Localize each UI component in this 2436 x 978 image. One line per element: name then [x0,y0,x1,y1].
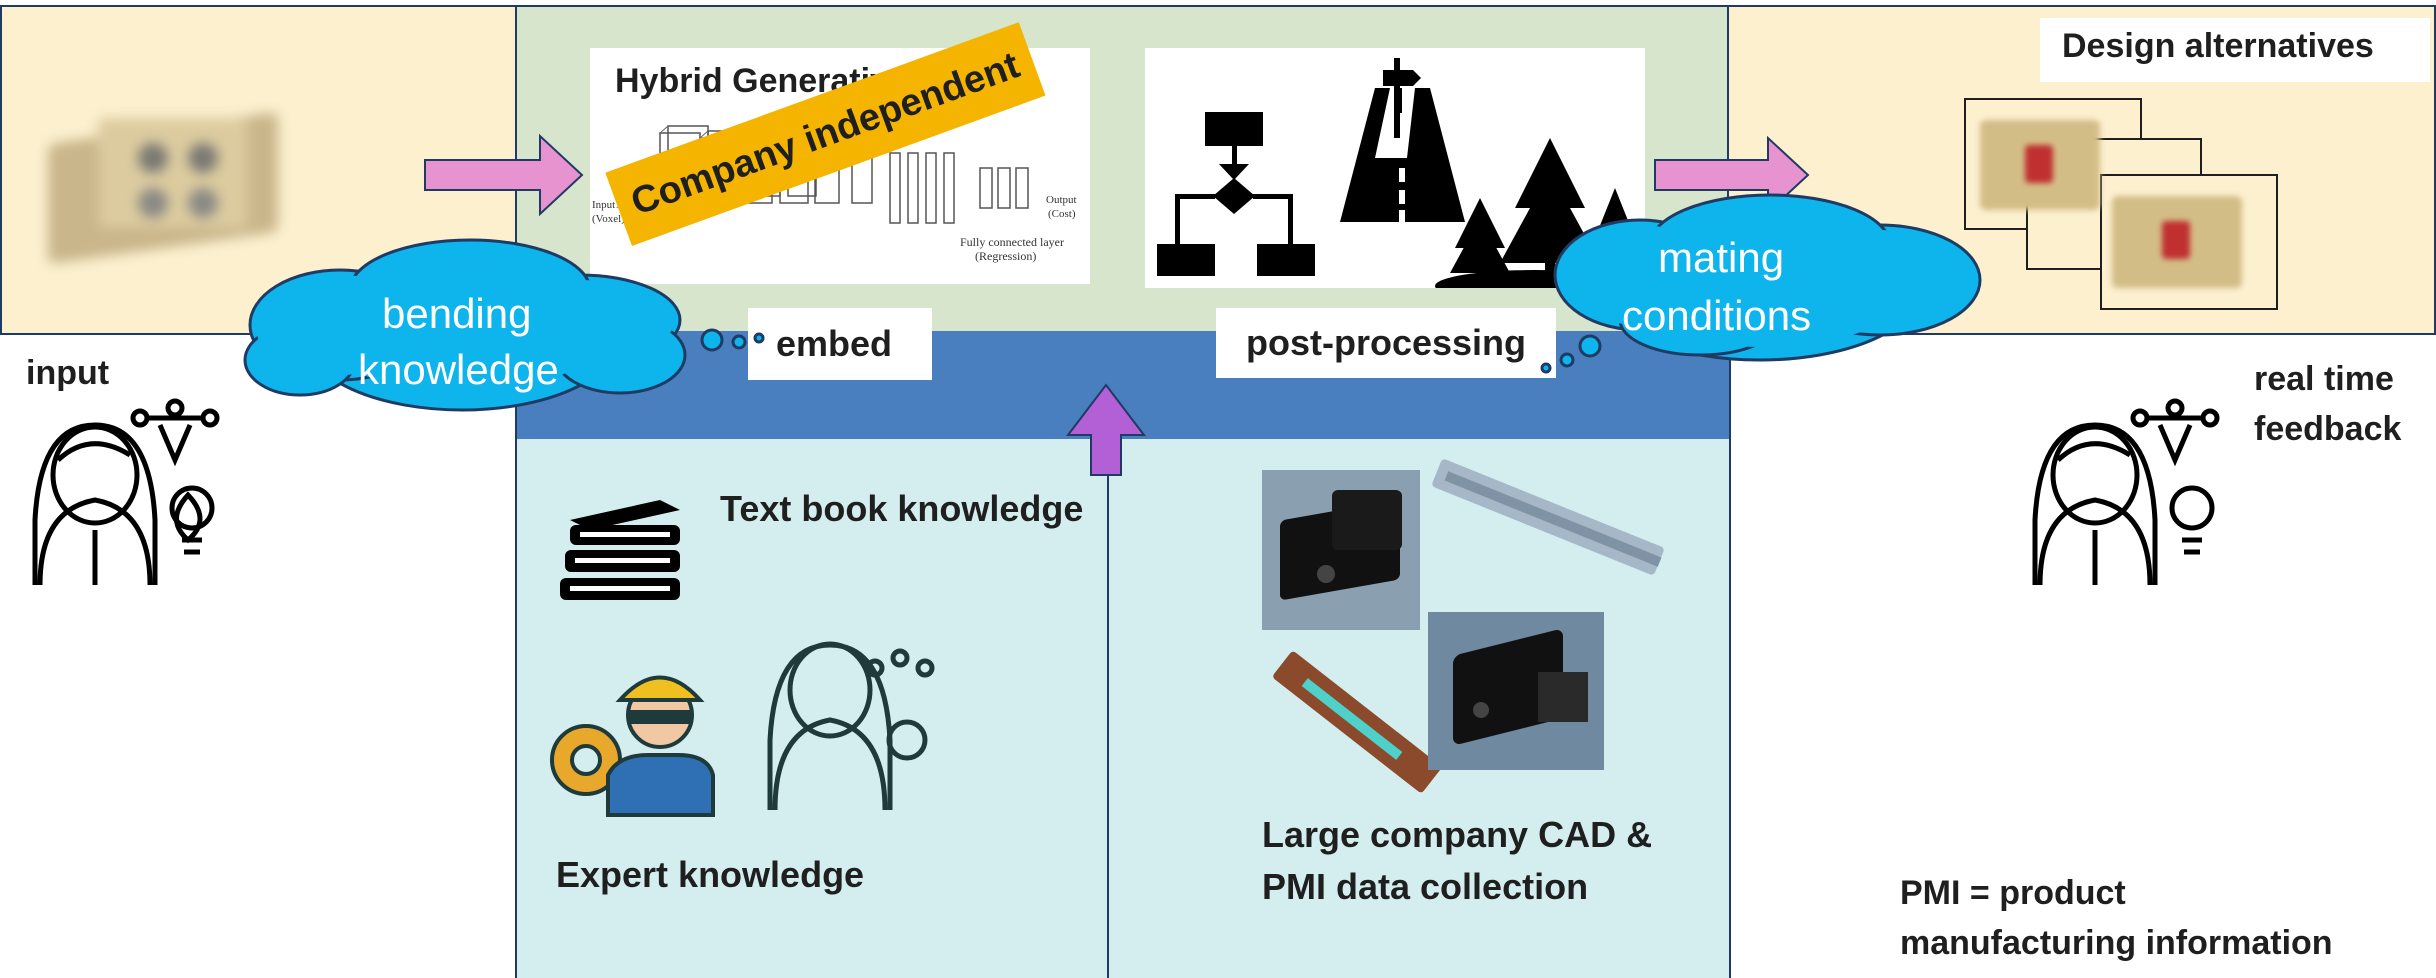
bending-label: bending [382,290,532,337]
flowchart-icon [1157,112,1315,276]
output-cost-sublabel: (Cost) [1048,208,1076,220]
fc-layer-sublabel: (Regression) [975,249,1036,263]
knowledge-label: knowledge [358,346,559,393]
design-alternative-part-1 [1980,120,2100,210]
post-processing-label: post-processing [1246,322,1527,363]
cad-part-image-2 [1428,452,1665,592]
pmi-definition-line2: manufacturing information [1900,924,2333,962]
mating-label: mating [1658,234,1785,281]
input-to-ai-arrow [424,133,584,217]
feedback-label: feedback [2254,410,2402,448]
designer-icon-expert-panel [767,641,935,811]
engineer-icon [550,675,715,817]
cad-collection-label-line2: PMI data collection [1262,866,1589,907]
knowledge-to-embed-arrow [1065,383,1147,476]
cad-part-image-4 [1428,612,1604,770]
output-cost-label: Output [1046,194,1077,206]
designer-icon-input [32,398,220,586]
cad-part-image-3 [1262,650,1443,794]
conditions-label: conditions [1622,292,1812,339]
design-alternative-part-2 [2112,196,2242,288]
books-icon [560,500,680,600]
post-processing-label-box [1216,308,1556,378]
ai-to-output-arrow [1654,135,1810,215]
design-alternatives-label-box [2040,18,2430,82]
input-part-image [38,88,300,268]
knowledge-divider [1107,439,1109,978]
expert-knowledge-label: Expert knowledge [556,854,865,895]
design-alternatives-label: Design alternatives [2062,27,2374,65]
input-label: input [26,354,110,392]
cad-collection-label-line1: Large company CAD & [1262,814,1653,855]
text-book-knowledge-label: Text book knowledge [720,488,1084,529]
cad-part-image-1 [1262,470,1420,630]
embed-label-box [748,308,932,380]
post-processing-icons [1145,48,1645,288]
real-time-label: real time [2254,360,2394,398]
pmi-definition-line1: PMI = product [1900,874,2126,912]
input-voxel-sublabel: (Voxel) [592,213,625,225]
embed-label: embed [776,323,893,364]
designer-icon-feedback [2032,398,2220,586]
fc-layer-label: Fully connected layer [960,235,1064,249]
road-signpost-icon [1340,58,1465,222]
input-voxel-label: Input1 [592,199,621,211]
